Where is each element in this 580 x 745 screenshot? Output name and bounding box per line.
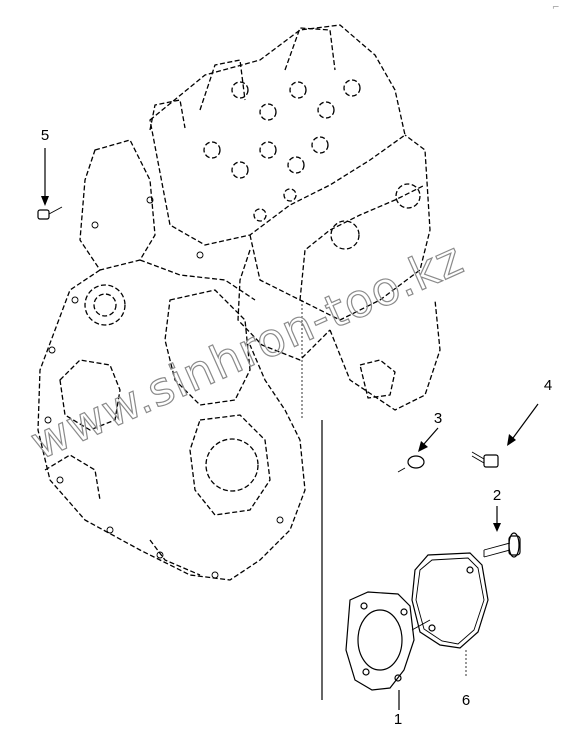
part-3-plug [397,427,439,473]
callout-1: 1 [394,711,402,728]
part-1-gasket [345,591,431,710]
watermark-text: www.sinhron-too.kz [23,231,472,470]
corner-mark: ⌐ [552,3,560,13]
callout-6: 6 [462,692,470,709]
part-2-bolt [483,506,521,558]
engine-block [37,24,441,700]
callout-4: 4 [544,377,552,394]
callout-labels: 1 2 3 4 5 6 [41,127,552,728]
part-4-bolt [471,403,539,468]
part-6-cover-plate [411,552,489,676]
callout-3: 3 [434,410,442,427]
callout-2: 2 [493,487,501,504]
callout-5: 5 [41,127,49,144]
part-5-plug [37,148,63,220]
